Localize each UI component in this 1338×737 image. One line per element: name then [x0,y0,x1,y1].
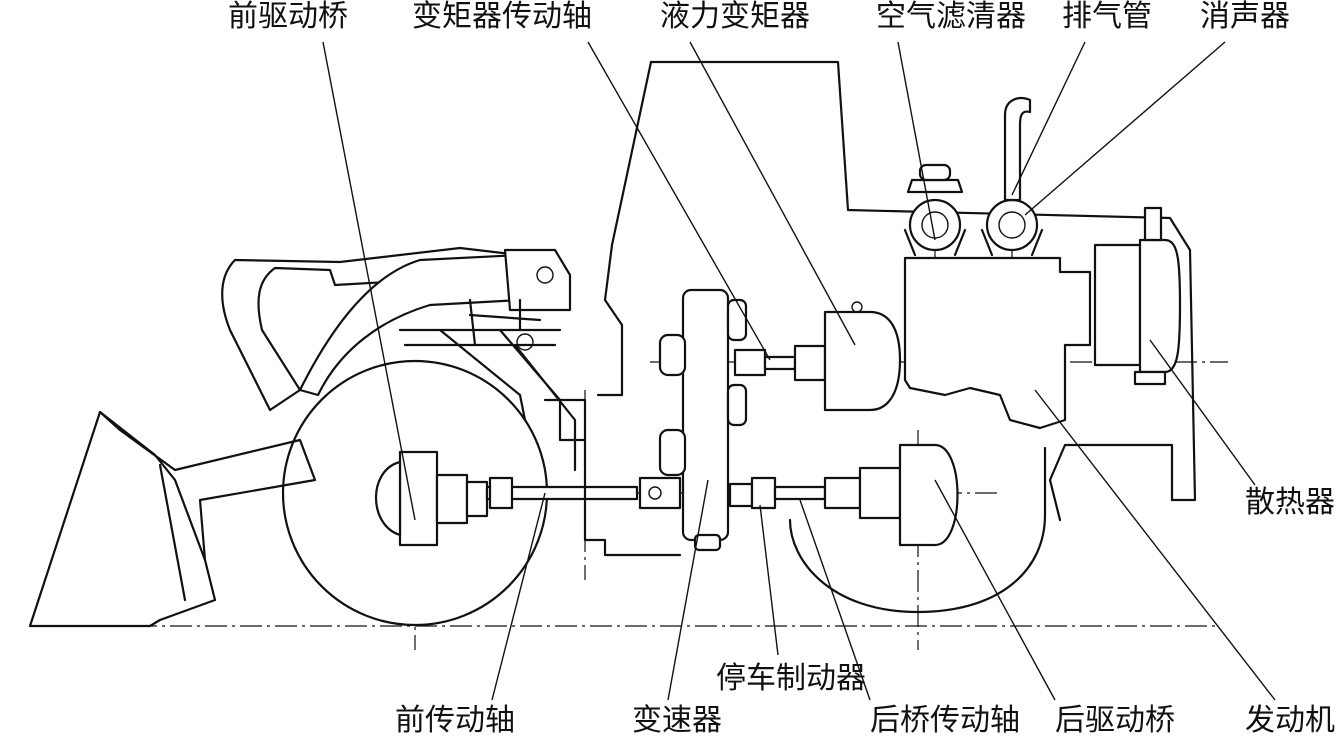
gearbox [658,288,748,552]
rear-axle-hub [858,443,959,547]
label-converter-shaft: 变矩器传动轴 [412,0,592,34]
frame-lower [543,398,682,557]
converter-drive-shaft [733,344,827,382]
rear-drive-shaft [728,476,862,510]
label-engine: 发动机 [1245,703,1335,737]
label-front-axle: 前驱动桥 [228,0,348,34]
label-parking-brake: 停车制动器 [716,661,866,696]
front-axle-hub [374,450,489,547]
torque-converter [823,301,902,412]
air-filter [903,163,967,257]
front-drive-shaft [485,476,682,510]
label-muffler: 消声器 [1200,0,1290,34]
label-rear-drive-shaft: 后桥传动轴 [870,703,1020,737]
leader-lines [322,41,1276,701]
label-torque-converter: 液力变矩器 [660,0,810,34]
label-rear-axle: 后驱动桥 [1055,703,1175,737]
labels: 前驱动桥 变矩器传动轴 液力变矩器 空气滤清器 排气管 消声器 散热器 前传动轴… [228,0,1335,737]
label-gearbox: 变速器 [632,703,722,737]
bucket [28,410,317,628]
radiator [1093,206,1182,386]
label-exhaust-pipe: 排气管 [1062,0,1152,34]
label-air-filter: 空气滤清器 [876,0,1026,34]
label-front-drive-shaft: 前传动轴 [395,703,515,737]
engine [903,256,1092,430]
loader-boom [221,246,572,412]
label-radiator: 散热器 [1245,485,1335,520]
muffler-exhaust [980,97,1044,257]
cab-body [596,60,1197,522]
rear-fender [788,446,1047,614]
link-frame [398,313,587,472]
